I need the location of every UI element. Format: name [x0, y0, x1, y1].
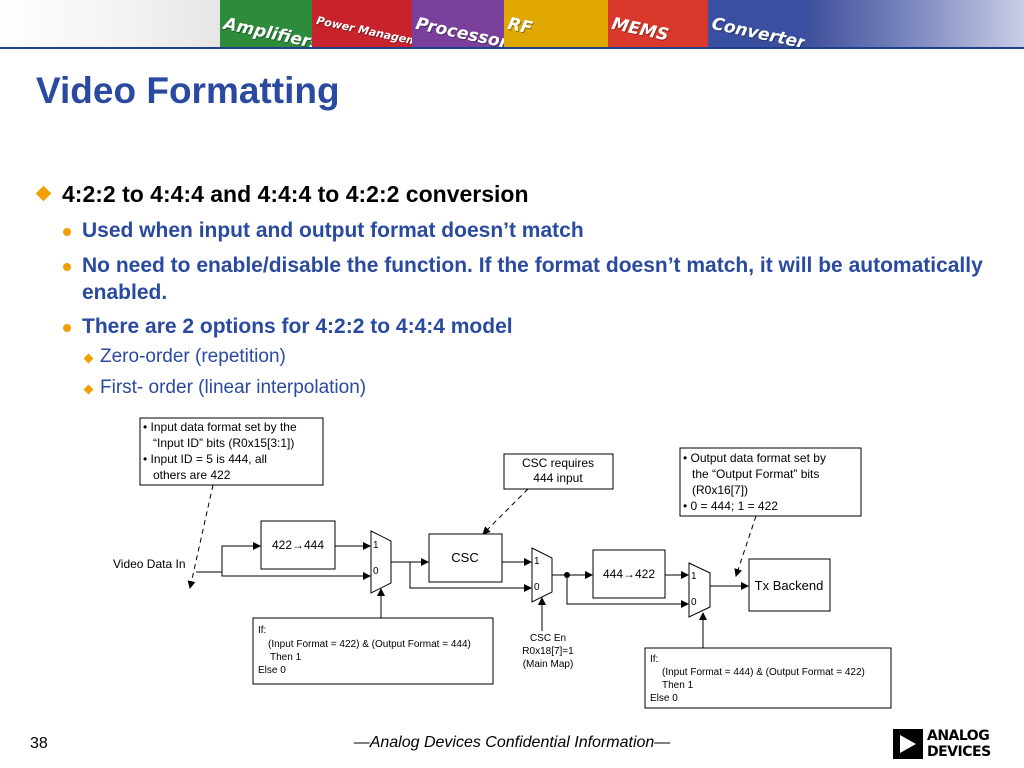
banner-tile-power: Power Management — [312, 0, 412, 48]
csc-note: CSC requires 444 input — [503, 453, 614, 490]
condition-text: Else 0 — [650, 693, 678, 704]
slide-title: Video Formatting — [36, 70, 340, 111]
csc-enable-label: CSC En R0x18[7]=1 (Main Map) — [522, 633, 574, 670]
mux-input-label: 0 — [691, 597, 697, 608]
note-text: others are 422 — [153, 468, 231, 482]
block-tx-backend: Tx Backend — [748, 558, 831, 612]
page-number: 38 — [30, 735, 48, 752]
logo-triangle-icon — [893, 729, 923, 759]
sub-bullet-1: Used when input and output format doesn’… — [82, 219, 584, 242]
csc-en-text: (Main Map) — [523, 659, 574, 670]
mux-1: 1 0 — [370, 530, 392, 594]
wire — [409, 562, 532, 592]
logo-line: ANALOG — [927, 728, 990, 744]
condition-box-right: If: (Input Format = 444) & (Output Forma… — [644, 647, 892, 709]
mux-2: 1 0 — [531, 547, 553, 603]
block-label: CSC — [451, 550, 478, 565]
csc-en-text: CSC En — [530, 633, 566, 644]
note-text: 444 input — [533, 471, 583, 485]
mux-input-label: 0 — [373, 566, 379, 577]
bullet-main: 4:2:2 to 4:4:4 and 4:4:4 to 4:2:2 conver… — [62, 181, 529, 207]
sub-bullet-3: There are 2 options for 4:2:2 to 4:4:4 m… — [82, 315, 513, 338]
wire — [221, 542, 261, 572]
sub-sub-bullet-1: Zero-order (repetition) — [100, 346, 286, 367]
banner-fade — [0, 0, 220, 48]
mux-input-label: 1 — [373, 540, 379, 551]
wire — [566, 575, 689, 608]
confidential-notice: —Analog Devices Confidential Information… — [353, 734, 671, 751]
block-csc: CSC — [428, 533, 503, 583]
banner-tail — [805, 0, 1024, 48]
block-label: Tx Backend — [755, 578, 824, 593]
mux-3: 1 0 — [688, 562, 711, 618]
condition-text: Then 1 — [270, 652, 302, 663]
condition-text: Then 1 — [662, 680, 694, 691]
video-data-in-label: Video Data In — [113, 557, 186, 571]
condition-text: If: — [258, 625, 266, 636]
sub-bullet-2: No need to enable/disable the function. … — [82, 254, 983, 304]
condition-text: (Input Format = 422) & (Output Format = … — [268, 639, 471, 650]
banner-tile-amplifiers: Amplifiers — [220, 0, 312, 48]
note-text: CSC requires — [522, 456, 594, 470]
note-text: • 0 = 444; 1 = 422 — [683, 499, 778, 513]
note-text: • Input data format set by the — [143, 420, 297, 434]
dot-bullet-icon — [63, 263, 71, 271]
block-444-to-422: 444→422 — [592, 549, 666, 599]
note-text: • Input ID = 5 is 444, all — [143, 452, 267, 466]
banner-tile-processors: Processors — [412, 0, 504, 48]
block-label: 422→444 — [272, 538, 324, 552]
note-text: the “Output Format” bits — [692, 467, 819, 481]
wire — [221, 572, 371, 580]
mux-input-label: 0 — [534, 582, 540, 593]
dashed-pointer — [187, 484, 214, 589]
analog-devices-logo: ANALOG DEVICES — [893, 727, 999, 761]
dot-bullet-icon — [63, 324, 71, 332]
condition-text: If: — [650, 654, 658, 665]
note-text: (R0x16[7]) — [692, 483, 748, 497]
dashed-pointer — [482, 488, 529, 535]
mux-input-label: 1 — [691, 571, 697, 582]
note-text: “Input ID” bits (R0x15[3:1]) — [153, 436, 294, 450]
input-format-note: • Input data format set by the “Input ID… — [139, 417, 324, 486]
csc-en-text: R0x18[7]=1 — [522, 646, 574, 657]
condition-text: (Input Format = 444) & (Output Format = … — [662, 667, 865, 678]
dot-bullet-icon — [63, 228, 71, 236]
banner-tile-mems: MEMS — [608, 0, 708, 48]
banner-tile-converters: Converters — [708, 0, 805, 48]
banner-rule — [0, 47, 1024, 49]
condition-text: Else 0 — [258, 665, 286, 676]
logo-text: ANALOG DEVICES — [927, 728, 991, 760]
header-banner: Amplifiers Power Management Processors R… — [0, 0, 1024, 48]
condition-box-left: If: (Input Format = 422) & (Output Forma… — [252, 617, 494, 685]
block-422-to-444: 422→444 — [260, 520, 336, 570]
block-label: 444→422 — [603, 567, 655, 581]
sub-sub-bullet-2: First- order (linear interpolation) — [100, 377, 367, 398]
mux-input-label: 1 — [534, 556, 540, 567]
note-text: • Output data format set by — [683, 451, 826, 465]
banner-tile-rf: RF — [504, 0, 608, 48]
logo-line: DEVICES — [927, 744, 991, 760]
dashed-pointer — [734, 515, 757, 577]
output-format-note: • Output data format set by the “Output … — [679, 447, 862, 517]
